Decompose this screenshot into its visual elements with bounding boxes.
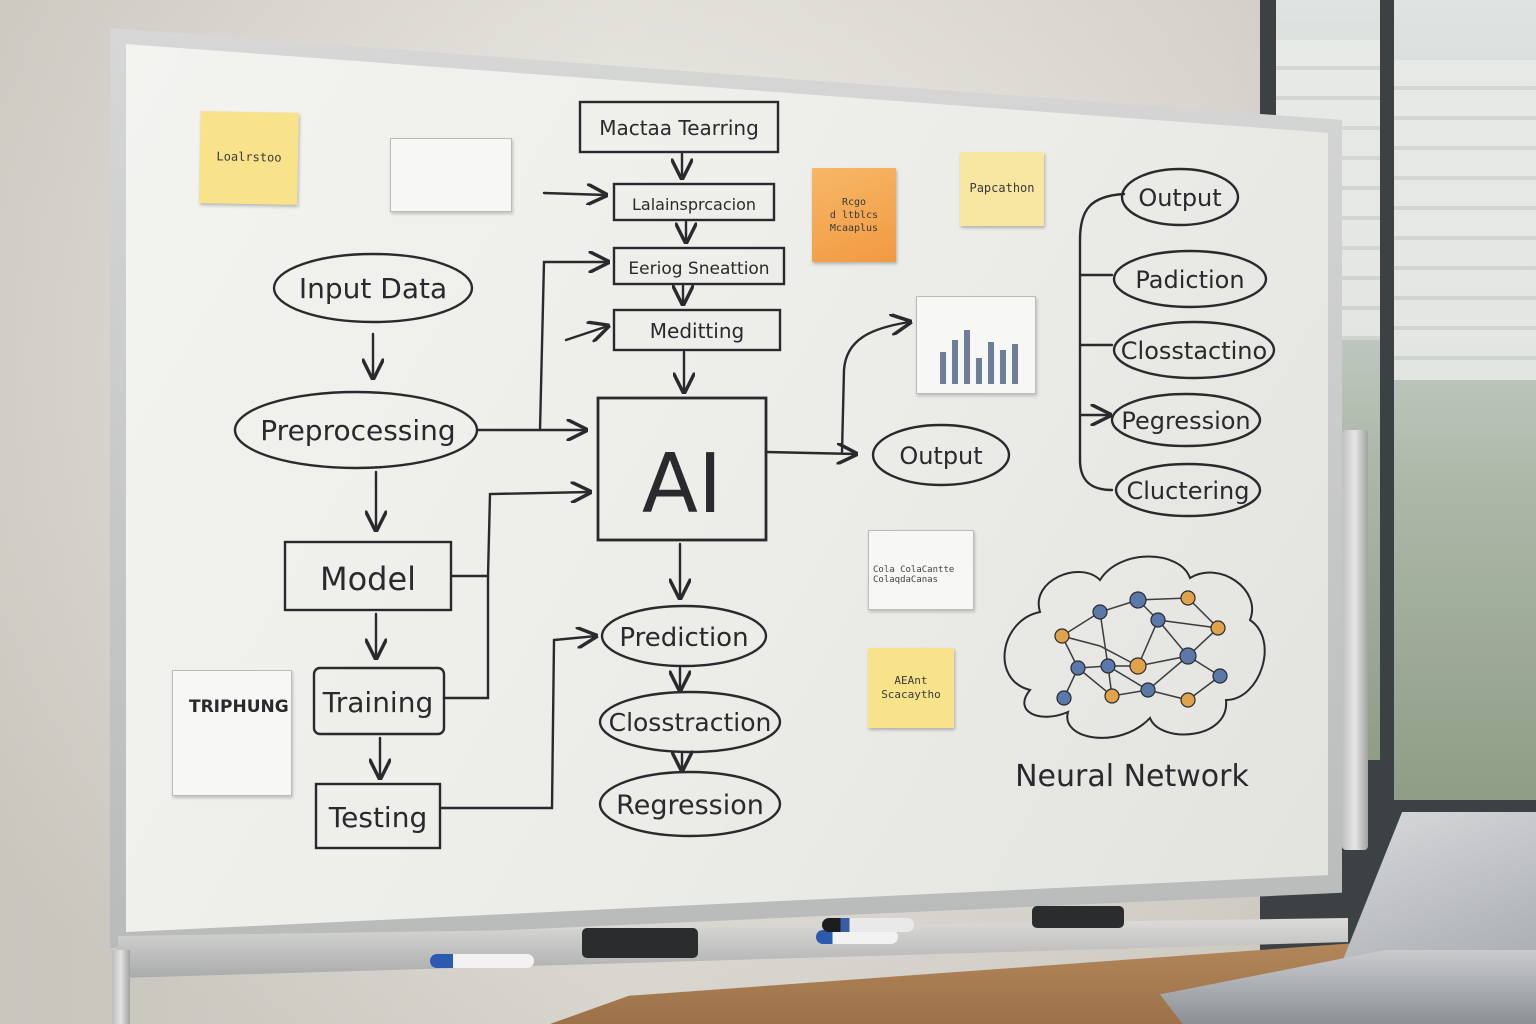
top-box-2 xyxy=(612,182,776,222)
sticky-note-orange-text: Rcgo d ltblcs Mcaaplus xyxy=(829,196,879,234)
right-classactino-node xyxy=(1112,320,1276,380)
testing-label: Testing xyxy=(328,801,427,834)
top-box-4-label: Meditting xyxy=(650,319,744,343)
ai-label: AI xyxy=(642,437,722,532)
right-cluctering-node xyxy=(1114,462,1262,518)
training-sheet-title: TRIPHUNG xyxy=(189,697,289,717)
whiteboard-stand xyxy=(1342,430,1368,850)
output-mid-node xyxy=(871,423,1011,487)
marker-blue-2[interactable] xyxy=(816,930,898,944)
top-box-2-label: Lalainsprcacion xyxy=(632,195,756,214)
training-node xyxy=(312,666,446,736)
testing-node xyxy=(314,782,442,850)
input-data-node xyxy=(272,252,474,324)
sticky-note-bottom-text: AEAnt Scacaytho xyxy=(881,673,941,701)
input-data-label: Input Data xyxy=(299,272,447,305)
sticky-note-orange: Rcgo d ltblcs Mcaaplus xyxy=(812,168,896,262)
printout-bars xyxy=(940,330,1018,384)
preprocessing-label: Preprocessing xyxy=(260,414,455,447)
top-left-card xyxy=(390,138,512,212)
right-padiction-label: Padiction xyxy=(1135,266,1244,294)
sticky-note-bottom: AEAnt Scacaytho xyxy=(868,648,954,728)
prediction-label: Prediction xyxy=(619,623,748,653)
neural-nodes xyxy=(1054,590,1228,708)
small-card: Cola ColaCantte ColaqdaCanas xyxy=(868,530,974,610)
right-padiction-node xyxy=(1112,249,1268,309)
right-output-node xyxy=(1120,167,1240,227)
top-box-1 xyxy=(578,100,780,154)
top-box-1-label: Mactaa Tearring xyxy=(599,116,759,140)
marker-blue[interactable] xyxy=(430,954,534,968)
output-mid-label: Output xyxy=(899,442,982,470)
neural-edges xyxy=(1061,597,1222,701)
sticky-note-top-right-text: Papcathon xyxy=(969,181,1035,196)
training-label: Training xyxy=(322,686,433,719)
marker-black[interactable] xyxy=(822,918,914,932)
top-box-3 xyxy=(612,246,786,286)
whiteboard-leg xyxy=(112,950,130,1024)
neural-network-label: Neural Network xyxy=(1015,759,1249,794)
ai-node xyxy=(596,396,768,542)
right-pegression-label: Pegression xyxy=(1121,407,1250,435)
sticky-note-top-right: Papcathon xyxy=(960,152,1044,226)
training-sheet: TRIPHUNG xyxy=(172,670,292,796)
right-bracket xyxy=(1078,192,1126,492)
eraser[interactable] xyxy=(582,928,698,958)
small-card-text: Cola ColaCantte ColaqdaCanas xyxy=(873,565,955,585)
top-box-4 xyxy=(612,308,782,352)
right-output-label: Output xyxy=(1138,184,1221,212)
right-classactino-label: Closstactino xyxy=(1121,337,1267,365)
neural-cloud xyxy=(1003,555,1266,739)
model-label: Model xyxy=(320,560,416,598)
regression-label: Regression xyxy=(616,790,764,821)
top-box-3-label: Eeriog Sneattion xyxy=(628,259,769,279)
right-cluctering-label: Cluctering xyxy=(1127,477,1250,505)
prediction-node xyxy=(600,604,768,668)
eraser-2[interactable] xyxy=(1032,906,1124,928)
classtraction-label: Closstraction xyxy=(609,708,772,737)
